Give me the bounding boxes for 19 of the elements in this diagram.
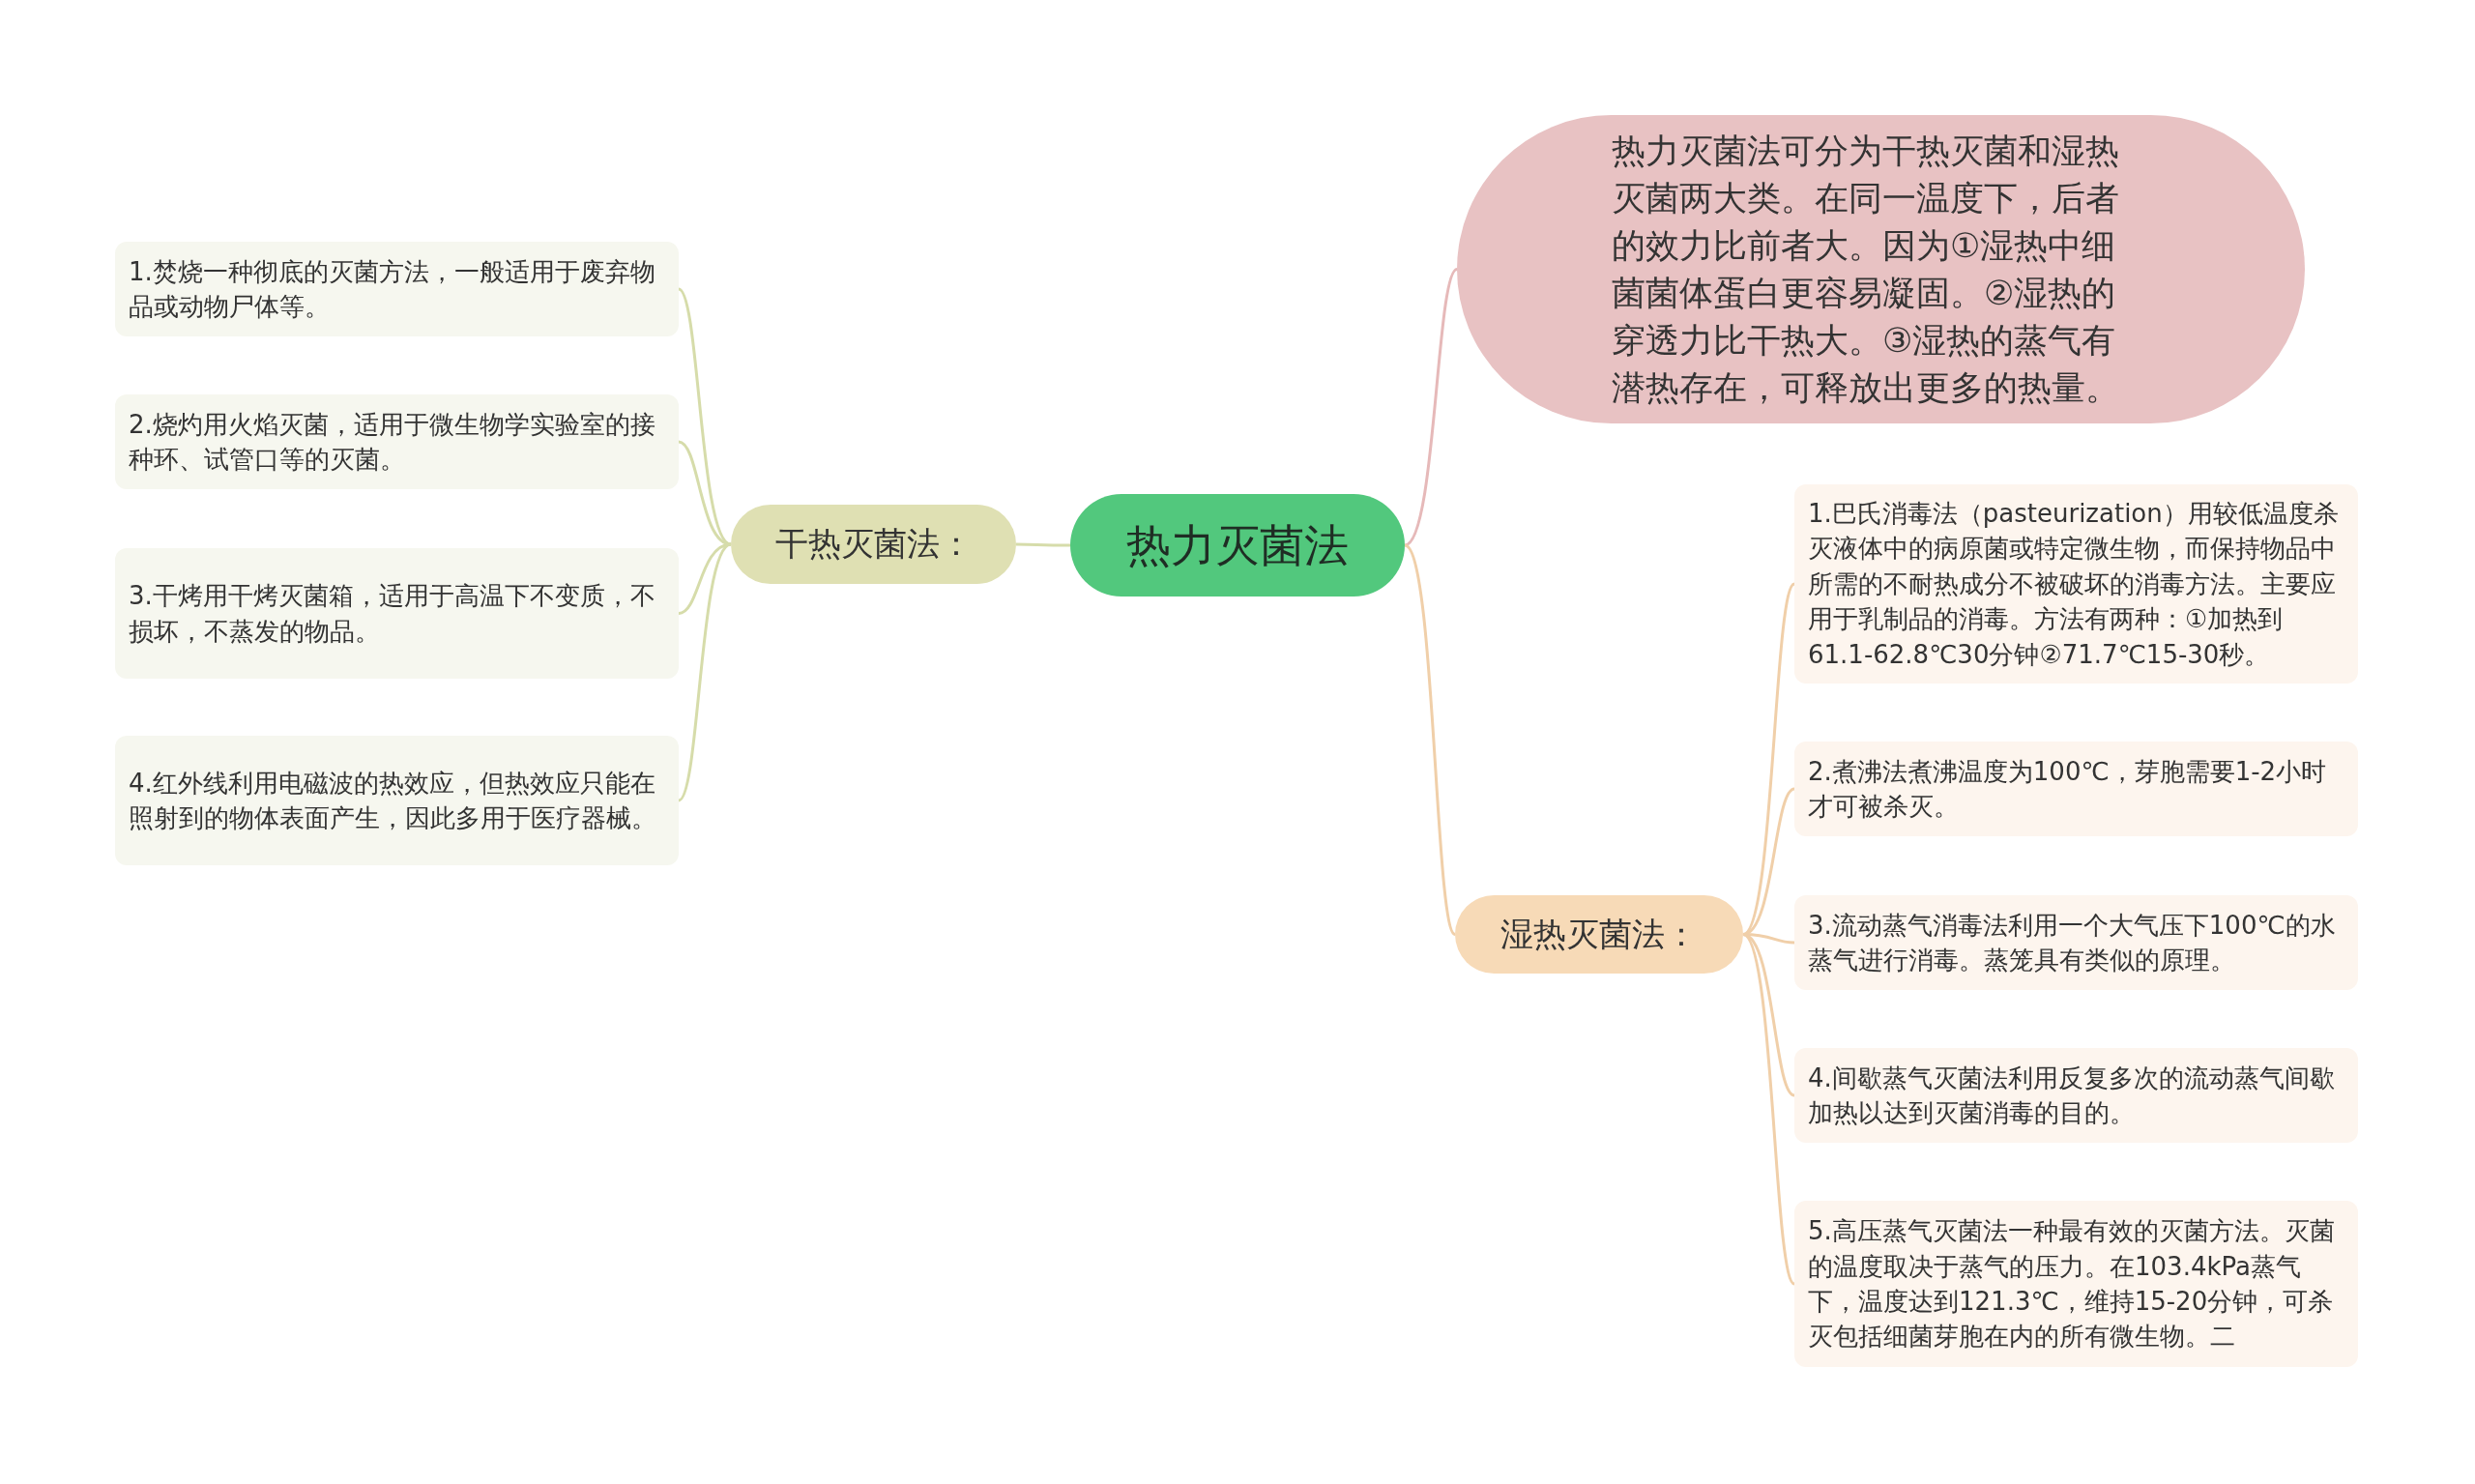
root-pill: 热力灭菌法 — [1070, 494, 1405, 597]
note-card: 5.高压蒸气灭菌法一种最有效的灭菌方法。灭菌的温度取决于蒸气的压力。在103.4kPa蒸气下，温度达到121.3℃，维持15-20分钟，可杀灭包括细菌芽胞在内的所有微生物。二 — [1794, 1201, 2358, 1367]
connector-line — [1403, 544, 1457, 936]
connector-line — [1741, 933, 1796, 1285]
note-card: 1.焚烧一种彻底的灭菌方法，一般适用于废弃物品或动物尸体等。 — [115, 242, 679, 336]
note-card: 2.烧灼用火焰灭菌，适用于微生物学实验室的接种环、试管口等的灭菌。 — [115, 394, 679, 489]
branch-pill: 干热灭菌法： — [731, 505, 1016, 584]
note-card: 3.流动蒸气消毒法利用一个大气压下100℃的水蒸气进行消毒。蒸笼具有类似的原理。 — [1794, 895, 2358, 990]
branch-pill: 湿热灭菌法： — [1455, 895, 1743, 974]
note-card: 4.红外线利用电磁波的热效应，但热效应只能在照射到的物体表面产生，因此多用于医疗器械。 — [115, 736, 679, 865]
note-card: 3.干烤用干烤灭菌箱，适用于高温下不变质，不损坏，不蒸发的物品。 — [115, 548, 679, 679]
note-card: 4.间歇蒸气灭菌法利用反复多次的流动蒸气间歇加热以达到灭菌消毒的目的。 — [1794, 1048, 2358, 1143]
connector-line — [1016, 542, 1070, 547]
note-card: 1.巴氏消毒法（pasteurization）用较低温度杀灭液体中的病原菌或特定微生物，而保持物品中所需的不耐热成分不被破坏的消毒方法。主要应用于乳制品的消毒。方法有两种：①加热到61.1-62.8℃30分钟②71.7℃15-30秒。 — [1794, 484, 2358, 684]
connector-line — [678, 440, 732, 546]
note-card: 2.煮沸法煮沸温度为100℃，芽胞需要1-2小时才可被杀灭。 — [1794, 742, 2358, 836]
connector-line — [1404, 268, 1459, 547]
connector-line — [1742, 933, 1795, 1097]
connector-line — [677, 542, 732, 802]
